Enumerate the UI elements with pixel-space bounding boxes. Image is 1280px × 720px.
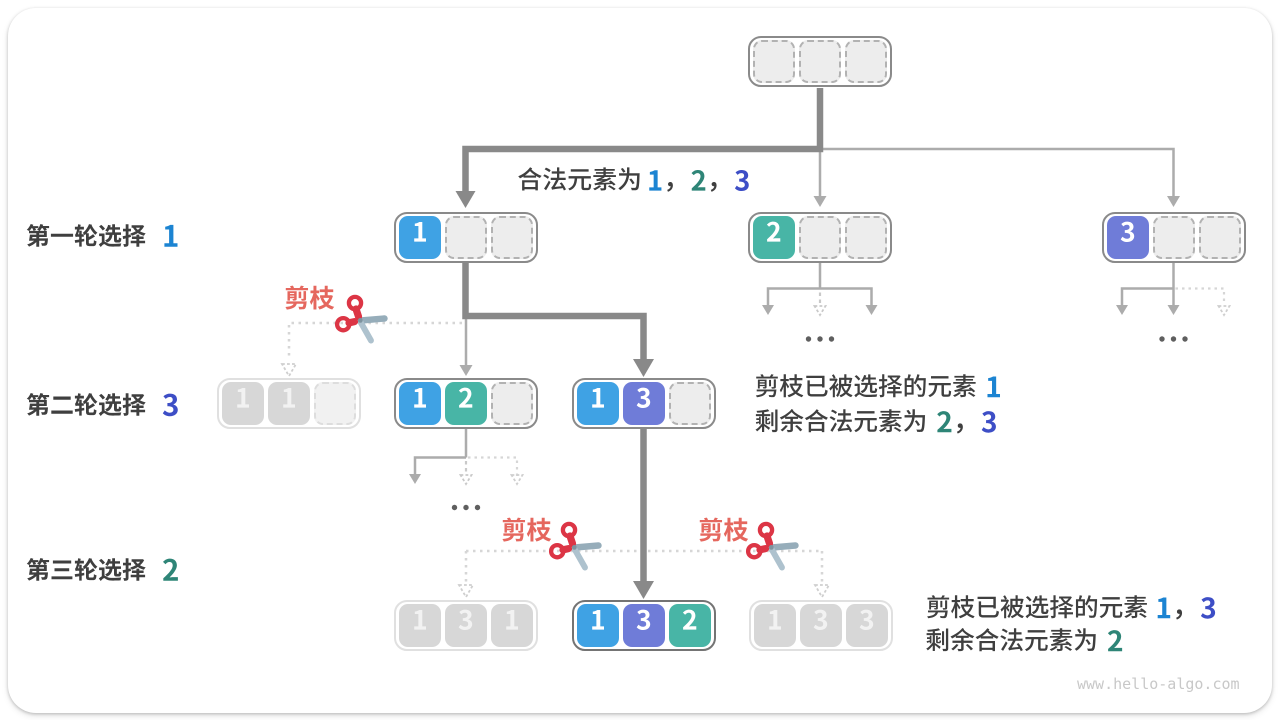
slot-value: 1	[577, 604, 619, 647]
slot-empty	[491, 382, 533, 425]
cell-digit-glyph	[636, 609, 651, 631]
cell-digit-glyph	[414, 610, 426, 630]
prune1-glyphs	[285, 285, 335, 310]
cell-digit-glyph	[766, 221, 781, 242]
cell-digit-glyph	[859, 609, 874, 631]
state-node-n131: 131	[394, 600, 538, 651]
slot-value: 1	[577, 382, 619, 425]
note1l1-glyphs	[756, 374, 1001, 398]
cell-digit-glyph	[506, 610, 518, 630]
slot-empty	[1199, 216, 1241, 259]
note2l2-glyphs	[926, 628, 1123, 652]
label-round3: 第三轮选择 2	[26, 549, 181, 589]
cell-digit-glyph	[813, 609, 828, 631]
cell-digit-glyph	[414, 222, 426, 242]
legal-glyphs	[517, 167, 749, 193]
cell-digit-glyph	[636, 387, 651, 409]
cell-digit-glyph	[237, 388, 249, 408]
round2-glyphs	[26, 392, 178, 416]
cell-digit-glyph	[414, 388, 426, 408]
state-node-n132: 132	[572, 600, 716, 651]
label-note2l1: 剪枝已被选择的元素 1，3	[924, 588, 1221, 626]
cell-digit-glyph	[682, 609, 697, 630]
state-node-n133: 133	[749, 600, 893, 651]
cell-digit-glyph	[283, 388, 295, 408]
round3-glyphs	[26, 557, 178, 581]
label-legal: 合法元素为 1，2，3	[517, 161, 753, 198]
slot-value: 1	[399, 604, 441, 647]
slot-value: 1	[399, 216, 441, 259]
slot-value: 1	[268, 382, 310, 425]
prune2-glyphs	[502, 517, 552, 542]
label-round1: 第一轮选择 1	[26, 215, 181, 255]
state-node-n3: 3	[1102, 212, 1246, 263]
slot-empty	[799, 40, 841, 83]
slot-empty	[845, 40, 887, 83]
slot-value: 3	[800, 604, 842, 647]
cell-digit-glyph	[458, 387, 473, 408]
slot-value: 3	[846, 604, 888, 647]
slot-empty	[753, 40, 795, 83]
label-note1l1: 剪枝已被选择的元素 1	[753, 367, 1005, 405]
slot-empty	[799, 216, 841, 259]
state-node-root	[748, 36, 892, 87]
label-note2l2: 剩余合法元素为 2	[924, 621, 1127, 659]
label-prune2: 剪枝	[501, 514, 554, 548]
label-prune3: 剪枝	[698, 514, 751, 548]
slot-value: 3	[1107, 216, 1149, 259]
state-node-n2: 2	[748, 212, 892, 263]
slot-value: 3	[445, 604, 487, 647]
watermark: www.hello-algo.com	[1077, 674, 1240, 693]
slot-value: 1	[491, 604, 533, 647]
state-node-n11: 11	[217, 378, 361, 429]
slot-empty	[445, 216, 487, 259]
slot-empty	[669, 382, 711, 425]
slot-value: 1	[754, 604, 796, 647]
state-node-n1: 1	[394, 212, 538, 263]
label-prune1: 剪枝	[284, 282, 337, 316]
slot-value: 2	[753, 216, 795, 259]
slot-empty	[491, 216, 533, 259]
cell-digit-glyph	[1120, 221, 1135, 243]
slot-value: 3	[623, 604, 665, 647]
cell-digit-glyph	[769, 610, 781, 630]
state-node-n13: 13	[572, 378, 716, 429]
label-round2: 第二轮选择 3	[26, 384, 181, 424]
round1-glyphs	[26, 223, 178, 247]
cell-digit-glyph	[592, 610, 604, 630]
slot-empty	[1153, 216, 1195, 259]
cell-digit-glyph	[592, 388, 604, 408]
slot-empty	[845, 216, 887, 259]
prune3-glyphs	[699, 517, 749, 542]
note1l2-glyphs	[755, 408, 997, 434]
state-node-n12: 12	[394, 378, 538, 429]
slot-value: 1	[399, 382, 441, 425]
label-note1l2: 剩余合法元素为 2，3	[753, 402, 1001, 440]
slot-value: 1	[222, 382, 264, 425]
note2l1-glyphs	[927, 595, 1216, 620]
slot-empty	[314, 382, 356, 425]
slot-value: 2	[669, 604, 711, 647]
slot-value: 2	[445, 382, 487, 425]
cell-digit-glyph	[458, 609, 473, 631]
slot-value: 3	[623, 382, 665, 425]
